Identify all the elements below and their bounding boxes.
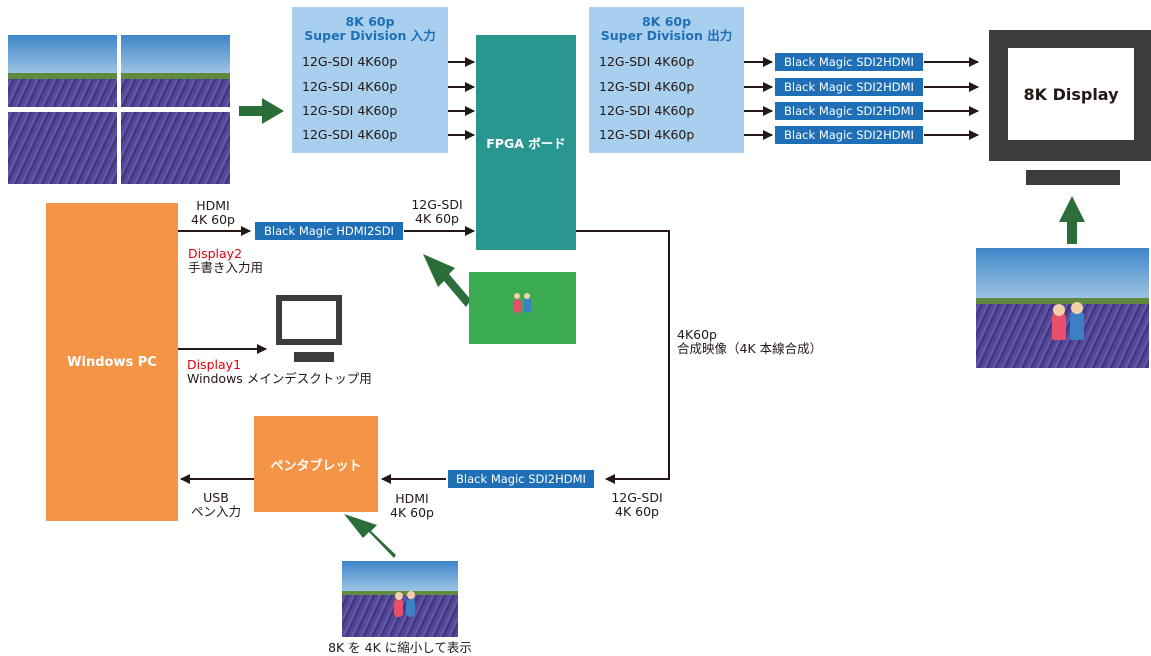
display1-label: Display1 Windows メインデスクトップ用: [187, 357, 372, 386]
display-8k-screen: 8K Display: [1008, 48, 1134, 140]
downscaled-photo: [342, 561, 458, 637]
sdi-input-row: 12G-SDI 4K60p: [302, 79, 398, 94]
children-illustration: [1048, 302, 1090, 346]
hdmi-bottom-label: HDMI 4K 60p: [390, 491, 434, 520]
downscale-caption: 8K を 4K に縮小して表示: [328, 640, 472, 655]
sdi-input-box: 8K 60p Super Division 入力 12G-SDI 4K60p 1…: [292, 7, 448, 153]
green-arrow-up-display: [1059, 196, 1085, 244]
sdi-input-title: 8K 60p Super Division 入力: [304, 14, 436, 43]
sdi-bottom-label: 12G-SDI 4K 60p: [611, 490, 663, 519]
converter-hdmi2sdi: Black Magic HDMI2SDI: [255, 222, 403, 240]
display-8k-label: 8K Display: [1023, 84, 1119, 104]
sdi-output-box: 8K 60p Super Division 出力 12G-SDI 4K60p 1…: [589, 7, 744, 153]
windows-pc: Windows PC: [46, 203, 178, 521]
display2-label: Display2 手書き入力用: [188, 246, 264, 275]
converter-sdi2hdmi: Black Magic SDI2HDMI: [775, 53, 923, 71]
sdi-output-title: 8K 60p Super Division 出力: [600, 14, 733, 43]
source-photo-3: [8, 112, 117, 184]
usb-label: USB ペン入力: [190, 490, 241, 519]
output-photo: [976, 248, 1149, 368]
composite-line: [576, 230, 670, 484]
children-icon: [513, 293, 533, 317]
converter-sdi2hdmi: Black Magic SDI2HDMI: [775, 126, 923, 144]
sdi-output-row: 12G-SDI 4K60p: [599, 79, 695, 94]
converter-sdi2hdmi: Black Magic SDI2HDMI: [775, 78, 923, 96]
sdi-input-row: 12G-SDI 4K60p: [302, 127, 398, 142]
display1-monitor: [276, 295, 342, 345]
display-8k-monitor: 8K Display: [989, 30, 1151, 161]
fpga-board: FPGA ボード: [476, 35, 576, 250]
display-8k-stand: [1026, 170, 1120, 185]
children-illustration-small: [392, 591, 418, 621]
converter-sdi2hdmi: Black Magic SDI2HDMI: [775, 102, 923, 120]
green-arrow-tablet: [344, 514, 396, 558]
composite-label: 4K60p 合成映像（4K 本線合成）: [677, 327, 823, 356]
source-photo-4: [121, 112, 230, 184]
sdi-output-row: 12G-SDI 4K60p: [599, 54, 695, 69]
hdmi-out-label: HDMI 4K 60p: [191, 198, 235, 227]
sdi-input-row: 12G-SDI 4K60p: [302, 103, 398, 118]
source-photo-2: [121, 35, 230, 107]
green-arrow-photos-in: [239, 98, 284, 124]
sdi-output-row: 12G-SDI 4K60p: [599, 127, 695, 142]
overlay-input-box: [469, 272, 576, 344]
green-arrow-overlay: [423, 254, 471, 307]
pen-tablet: ペンタブレット: [254, 416, 378, 512]
sdi-input-row: 12G-SDI 4K60p: [302, 54, 398, 69]
sdi-into-fpga-label: 12G-SDI 4K 60p: [411, 197, 463, 226]
sdi-output-row: 12G-SDI 4K60p: [599, 103, 695, 118]
source-photo-1: [8, 35, 117, 107]
display1-stand: [294, 352, 334, 362]
converter-sdi2hdmi-bottom: Black Magic SDI2HDMI: [448, 470, 594, 488]
